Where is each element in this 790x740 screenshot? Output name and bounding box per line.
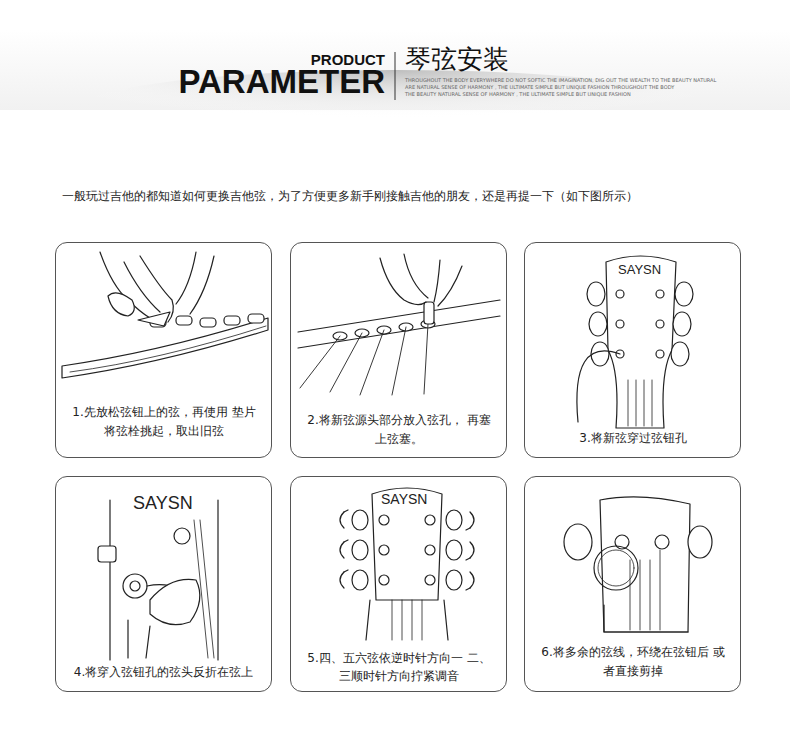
filler-text: THROUGHOUT THE BODY EVERYWHERE DO NOT SO… — [405, 78, 716, 84]
step-caption: 4.将穿入弦钮孔的弦头反折在弦上 — [59, 663, 268, 682]
brand-mark: SAYSN — [617, 263, 662, 277]
step-panel: 2.将新弦源头部分放入弦孔， 再塞上弦塞。 — [290, 242, 507, 458]
step-panel: 1.先放松弦钮上的弦，再使用 垫片将弦栓挑起，取出旧弦 — [55, 242, 272, 458]
brand-mark: SAYSN — [132, 494, 194, 514]
pin-insert-figure — [298, 254, 500, 395]
bridge-pull-figure — [62, 252, 268, 378]
title: 琴弦安装 — [405, 42, 509, 77]
filler-text: ARE NATURAL SENSE OF HARMONY , THE ULTIM… — [405, 85, 674, 91]
tuning-direction-figure — [340, 488, 474, 640]
brand-mark: SAYSN — [380, 492, 428, 507]
step-caption: 2.将新弦源头部分放入弦孔， 再塞上弦塞。 — [302, 411, 496, 448]
filler-text: THE BEAUTY NATURAL SENSE OF HARMONY , TH… — [405, 92, 631, 98]
step-panel: 6.将多余的弦线，环绕在弦钮后 或者直接剪掉 — [524, 476, 741, 692]
headstock-figure — [577, 256, 693, 428]
header-divider — [395, 52, 396, 100]
step-caption: 6.将多余的弦线，环绕在弦钮后 或者直接剪掉 — [536, 643, 730, 680]
step-caption: 1.先放松弦钮上的弦，再使用 垫片将弦栓挑起，取出旧弦 — [67, 403, 261, 440]
header-word: PARAMETER — [178, 64, 385, 100]
intro-text: 一般玩过吉他的都知道如何更换吉他弦，为了方便更多新手刚接触吉他的朋友，还是再提一… — [62, 190, 638, 203]
step-panel: 5.四、五六弦依逆时针方向一 二、三顺时针方向拧紧调音 — [290, 476, 507, 692]
tuner-closeup-figure — [98, 500, 218, 660]
step-caption: 5.四、五六弦依逆时针方向一 二、三顺时针方向拧紧调音 — [302, 649, 496, 686]
string-loop-figure — [564, 497, 712, 632]
step-caption: 3.将新弦穿过弦钮孔 — [536, 429, 730, 448]
